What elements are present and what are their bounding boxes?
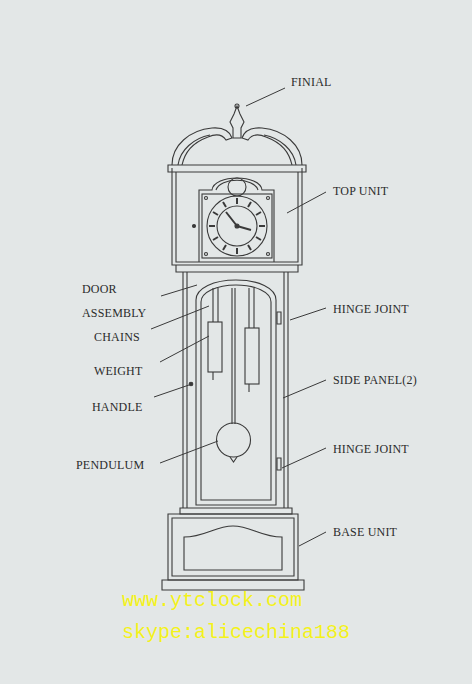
- clock-trunk-part: [196, 280, 276, 505]
- leader-lines-part: [160, 441, 218, 463]
- clock-dial-part: [207, 196, 267, 256]
- clock-dial-part: [209, 198, 265, 254]
- leader-lines-part: [246, 88, 285, 106]
- movement-part: [230, 457, 237, 462]
- part-label: HINGE JOINT: [333, 442, 409, 456]
- leader-lines: [151, 88, 326, 546]
- finial-part: [230, 106, 244, 138]
- part-label: FINIAL: [291, 75, 332, 89]
- part-label: DOOR ASSEMBLY: [82, 277, 154, 325]
- clock-hood-part: [172, 168, 302, 265]
- clock-trunk-part: [187, 272, 284, 508]
- clock-base-part: [168, 514, 298, 580]
- watermark: skype:alicechina188: [122, 622, 350, 644]
- part-label: BASE UNIT: [333, 525, 397, 539]
- clock-dial: [193, 178, 275, 262]
- clock-dial-part: [267, 197, 270, 200]
- clock-dial-part: [205, 197, 208, 200]
- leader-lines-part: [282, 448, 326, 468]
- clock-trunk-part: [183, 272, 288, 508]
- part-label: PENDULUM: [76, 458, 144, 472]
- leader-lines-part: [283, 380, 326, 398]
- clock-hood: [168, 128, 306, 265]
- leader-lines-part: [160, 336, 209, 362]
- movement-part: [245, 328, 259, 384]
- clock-dial-part: [216, 180, 258, 190]
- movement-part: [213, 372, 249, 392]
- clock-dial-part: [228, 178, 246, 196]
- leader-lines-part: [290, 308, 326, 320]
- finial: [230, 104, 244, 138]
- clock-dial-part: [267, 253, 270, 256]
- leader-lines-part: [161, 285, 197, 296]
- leader-lines-part: [299, 532, 326, 546]
- leader-lines-part: [151, 306, 209, 329]
- clock-hood-part: [242, 128, 302, 165]
- clock-base-part: [162, 580, 304, 590]
- part-label: SIDE PANEL(2): [333, 373, 417, 387]
- clock-dial-part: [217, 206, 257, 246]
- clock-trunk: [176, 265, 298, 508]
- clock-trunk-part: [176, 265, 298, 272]
- clock-dial-part: [226, 212, 251, 230]
- clock-hood-part: [168, 165, 306, 172]
- watermark: www.ytclock.com: [122, 590, 302, 612]
- part-label: CHAINS: [94, 330, 140, 344]
- clock-hood-part: [264, 135, 296, 165]
- clock-dial-part: [193, 225, 196, 228]
- clock-base-part: [172, 518, 294, 576]
- clock-trunk-part: [189, 382, 193, 386]
- finial-part: [235, 104, 239, 108]
- clock-trunk-part: [201, 285, 271, 500]
- clock-dial-part: [235, 224, 239, 228]
- clock-base-part: [184, 526, 282, 570]
- movement: [208, 288, 259, 462]
- clock-trunk-part: [277, 312, 281, 470]
- movement-part: [217, 423, 251, 457]
- leader-lines-part: [287, 192, 326, 213]
- clock-dial-part: [205, 253, 208, 256]
- movement-part: [232, 288, 235, 424]
- part-label: WEIGHT: [94, 364, 143, 378]
- clock-hood-part: [176, 172, 298, 262]
- clock-dial-part: [202, 194, 272, 258]
- movement-part: [208, 322, 222, 372]
- clock-hood-part: [178, 135, 210, 165]
- clock-base: [162, 508, 304, 590]
- clock-dial-part: [199, 178, 274, 262]
- clock-hood-part: [172, 128, 232, 165]
- part-label: TOP UNIT: [333, 184, 388, 198]
- clock-base-part: [180, 508, 292, 514]
- part-label: HINGE JOINT: [333, 302, 409, 316]
- leader-lines-part: [154, 385, 189, 397]
- part-label: HANDLE: [92, 400, 143, 414]
